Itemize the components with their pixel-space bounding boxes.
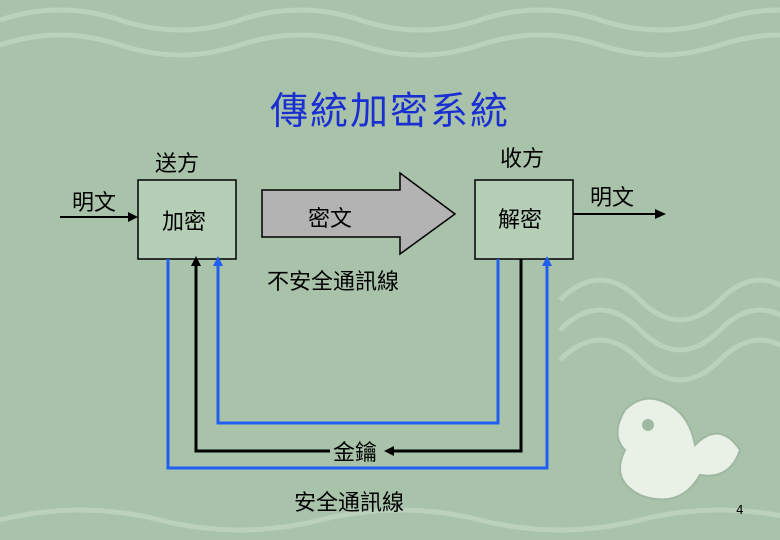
encrypt-box-label: 加密	[162, 210, 207, 235]
encrypt-box-shape	[137, 179, 237, 260]
plaintext-input-arrow	[60, 212, 138, 222]
secure-channel-inner-line	[216, 259, 500, 425]
decrypt-box-shape	[474, 179, 574, 260]
plaintext-output-arrow	[573, 209, 666, 219]
key-line-left	[194, 264, 330, 453]
receiver-label: 收方	[500, 147, 545, 172]
key-label: 金鑰	[333, 441, 378, 466]
sender-label: 送方	[155, 152, 200, 177]
plaintext-output-label: 明文	[590, 186, 635, 211]
decrypt-box-label: 解密	[498, 208, 543, 233]
background-pattern	[0, 7, 780, 533]
dragon-emblem-icon	[616, 397, 742, 501]
page-number: 4	[736, 503, 744, 517]
ciphertext-label: 密文	[308, 207, 353, 232]
slide-title: 傳統加密系統	[269, 89, 510, 133]
secure-channel-label: 安全通訊線	[294, 491, 405, 516]
key-line-right	[392, 259, 523, 453]
ciphertext-arrow-shape	[261, 171, 457, 256]
insecure-channel-label: 不安全通訊線	[267, 270, 400, 295]
secure-channel-outer-line	[166, 259, 549, 470]
plaintext-input-label: 明文	[72, 191, 117, 216]
